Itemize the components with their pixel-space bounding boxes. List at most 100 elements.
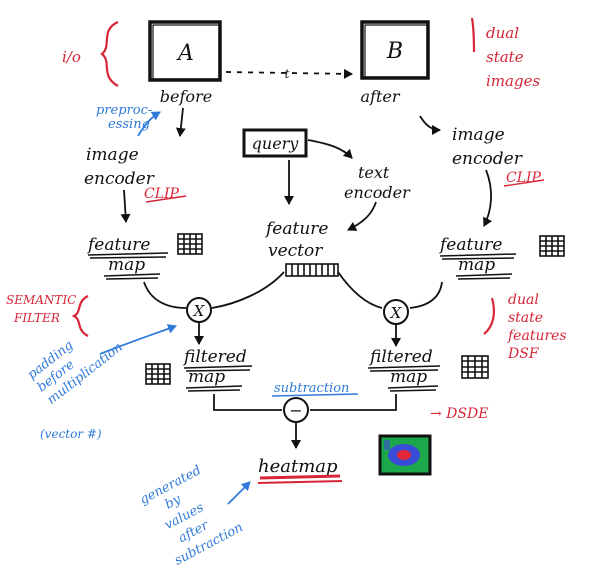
query-to-text-encoder-arrow [307, 139, 353, 159]
time-link-label: t [285, 67, 290, 81]
left-encoder-line-1: image [86, 145, 139, 165]
dual-features-line-3: features [507, 328, 567, 344]
vector-to-left-multiply-curve [211, 271, 285, 309]
left-feature-map-underline-1 [87, 252, 169, 259]
dual-state-images-note: dual state images [486, 24, 540, 90]
preprocessing-line-2: essing [108, 117, 150, 132]
text-encoder-line-1: text [358, 163, 390, 182]
right-encoder-line-2: encoder [452, 149, 523, 169]
preprocessing-note: preproc- essing [96, 103, 152, 132]
right-filtered-map-line-1: filtered [368, 347, 433, 367]
text-encoder-line-2: encoder [344, 183, 411, 202]
left-filtered-underline-1 [183, 365, 253, 372]
box-b: B [360, 20, 430, 80]
semantic-filter-line-2: FILTER [13, 311, 60, 325]
left-image-encoder: image encoder [84, 145, 155, 189]
heatmap-label: heatmap [258, 456, 338, 477]
padding-arrow [99, 324, 177, 355]
dsde-note: → DSDE [430, 406, 488, 422]
text-encoder: text encoder [344, 163, 411, 202]
box-b-label: B [386, 39, 403, 64]
right-multiply-symbol: X [390, 304, 403, 322]
subtraction-underline [271, 393, 359, 397]
left-feature-grid-icon [177, 233, 203, 255]
left-filtered-to-subtract-line [213, 394, 282, 411]
time-link: t [225, 67, 353, 81]
dual-images-brace [470, 17, 476, 53]
box-a-label: A [176, 41, 194, 66]
semantic-filter-note: SEMANTIC FILTER [6, 293, 76, 325]
subtract-node: − [283, 397, 309, 423]
after-to-encoder-arrow [419, 115, 441, 135]
left-map-to-multiply-curve [143, 281, 187, 309]
left-filtered-map-line-2: map [188, 367, 225, 387]
left-feature-map-underline-2 [103, 273, 161, 280]
right-clip-underline [503, 179, 545, 187]
box-a: A [148, 20, 222, 82]
semantic-filter-brace [71, 295, 89, 337]
vector-count-note: (vector #) [40, 427, 102, 441]
right-feature-map-underline-1 [439, 253, 517, 260]
right-feature-map: feature map [438, 235, 502, 275]
right-filtered-underline-1 [367, 365, 441, 372]
right-image-encoder: image encoder [452, 125, 523, 169]
subtract-symbol: − [289, 401, 302, 420]
feature-vector-line-1: feature [264, 219, 328, 239]
feature-vector-line-2: vector [268, 241, 323, 261]
dual-features-line-1: dual [508, 292, 539, 308]
left-feature-map: feature map [86, 235, 150, 275]
dual-images-line-1: dual [486, 24, 519, 42]
feature-vector-bar-icon [285, 263, 339, 277]
right-filtered-map: filtered map [368, 347, 433, 387]
left-filtered-grid-icon [145, 363, 171, 385]
heatmap-thumbnail [378, 434, 432, 476]
right-filtered-map-line-2: map [390, 367, 427, 387]
dual-images-line-3: images [486, 72, 540, 90]
preprocessing-line-1: preproc- [96, 103, 152, 118]
heatmap-underline-2 [257, 480, 343, 484]
vector-to-right-multiply-curve [337, 271, 383, 309]
left-multiply-symbol: X [193, 302, 206, 320]
dual-features-brace [483, 297, 495, 335]
generated-arrow [227, 481, 251, 505]
before-to-encoder-arrow [175, 107, 186, 137]
right-multiply-node: X [383, 299, 409, 325]
feature-vector: feature vector [264, 219, 328, 261]
after-label: after [360, 87, 400, 106]
left-encoder-line-2: encoder [84, 169, 155, 189]
right-encoder-to-map-arrow [483, 169, 493, 227]
preprocessing-arrow [137, 111, 161, 137]
right-feature-map-line-1: feature [438, 235, 502, 255]
semantic-filter-line-1: SEMANTIC [6, 293, 76, 307]
left-feature-map-line-2: map [108, 255, 145, 275]
subtraction-note: subtraction [274, 381, 349, 396]
io-note: i/o [62, 48, 81, 66]
left-clip-underline [145, 195, 187, 203]
generated-line-2: by [163, 492, 184, 513]
left-filtered-underline-2 [185, 385, 243, 392]
before-label: before [160, 87, 212, 106]
right-filtered-grid-icon [461, 355, 489, 379]
query-box: query [242, 128, 308, 158]
right-feature-map-line-2: map [458, 255, 495, 275]
right-map-to-multiply-curve [409, 281, 443, 309]
right-encoder-line-1: image [452, 125, 505, 145]
left-filtered-map: filtered map [182, 347, 247, 387]
right-filtered-underline-2 [387, 385, 439, 392]
dual-state-features-note: dual state features DSF [507, 292, 567, 362]
io-brace [100, 20, 119, 87]
text-encoder-to-vector-arrow [347, 201, 377, 231]
right-filtered-to-subtract-line [310, 394, 397, 411]
heatmap-underline-1 [259, 474, 341, 480]
right-feature-grid-icon [539, 235, 565, 257]
query-label: query [252, 134, 300, 153]
dual-images-line-2: state [486, 48, 524, 66]
left-multiply-node: X [186, 297, 212, 323]
left-feature-map-line-1: feature [86, 235, 150, 255]
right-feature-map-underline-2 [455, 273, 513, 280]
dual-features-line-2: state [508, 310, 543, 326]
left-encoder-to-map-arrow [120, 189, 131, 223]
padding-note: padding before multiplication [25, 338, 126, 408]
